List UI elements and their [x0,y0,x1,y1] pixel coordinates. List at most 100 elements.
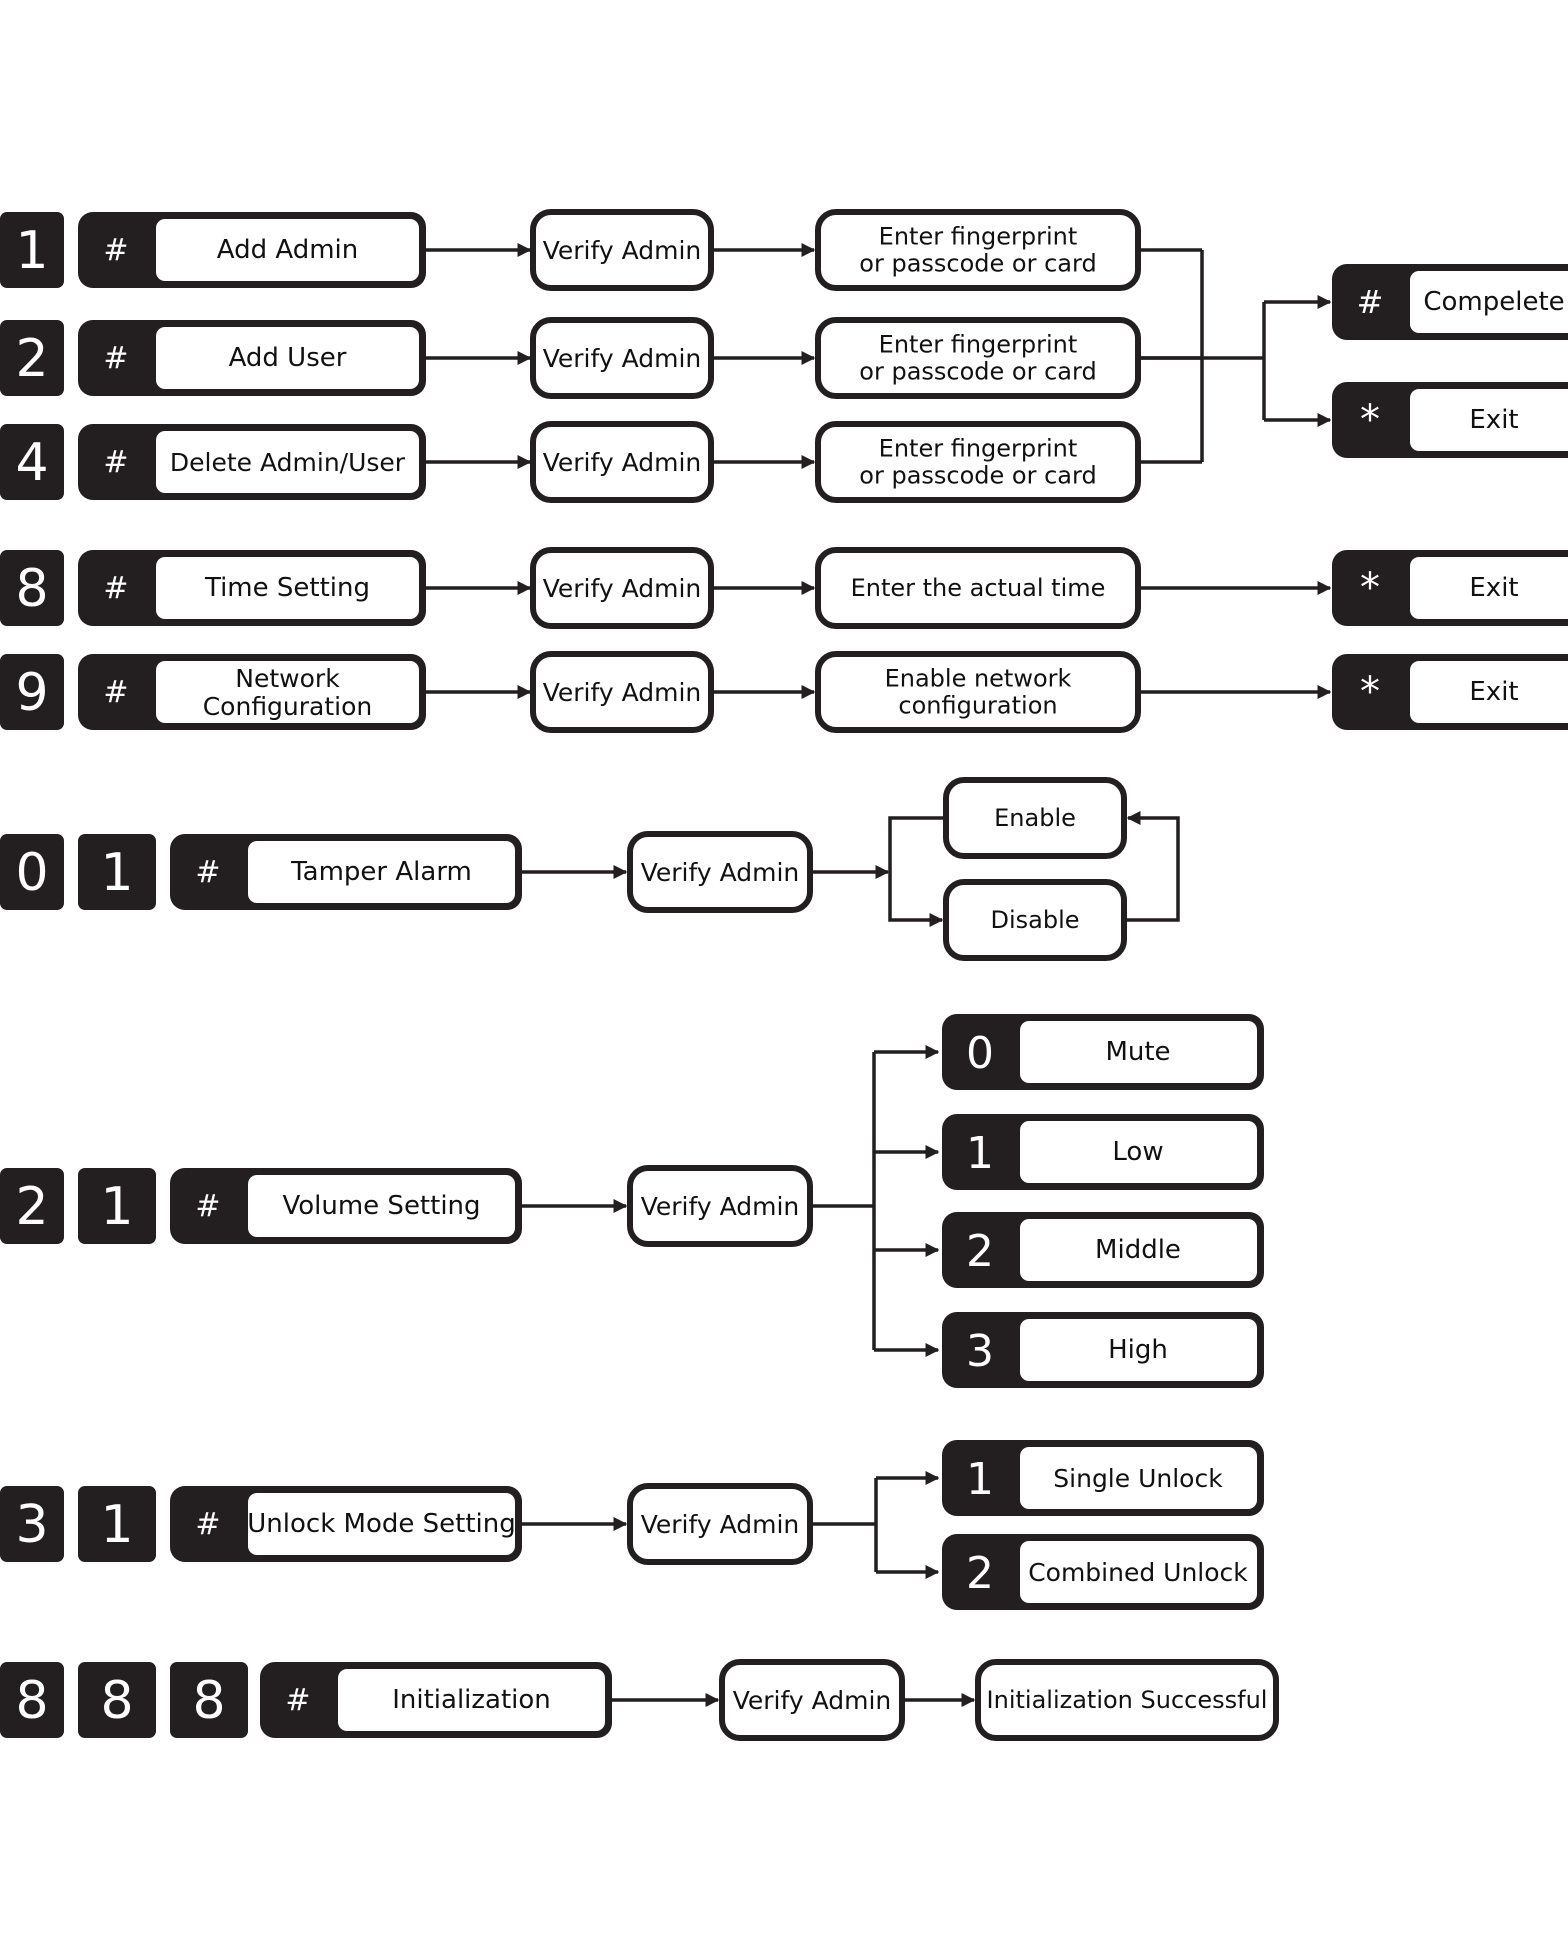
exit-box-time-key: * [1360,565,1380,611]
verify-tamper-text: Verify Admin [641,858,800,887]
key-tamper-1-text: 1 [100,843,133,903]
volume-option-key: 0 [966,1028,994,1079]
volume-option-key: 2 [966,1226,994,1277]
cmd-time: # Time Setting [78,550,426,626]
verify-network-text: Verify Admin [543,678,702,707]
volume-option-high: 3 High [942,1312,1264,1388]
cmd-volume: #Volume Setting [170,1168,522,1244]
cmd-tamper: #Tamper Alarm [170,834,522,910]
key-network-0: 9 [0,654,64,730]
cmd-add_admin-hash: # [103,233,128,268]
unlock-option-label: Single Unlock [1053,1464,1223,1493]
cmd-add_user-hash: # [103,341,128,376]
option-disable-text: Disable [990,906,1079,934]
exit-box-1: *Exit [1332,382,1568,458]
volume-option-label: Middle [1095,1235,1181,1265]
complete-box-label: Compelete [1423,287,1564,317]
verify-init: Verify Admin [719,1659,905,1741]
cmd-tamper-label: Tamper Alarm [290,857,472,887]
volume-option-middle: 2 Middle [942,1212,1264,1288]
verify-add_admin: Verify Admin [530,209,714,291]
verify-delete-text: Verify Admin [543,448,702,477]
exit-box-network: * Exit [1332,654,1568,730]
verify-tamper: Verify Admin [627,831,813,913]
volume-option-label: Low [1112,1137,1163,1167]
unlock-option-0: 1 Single Unlock [942,1440,1264,1516]
key-init-0: 8 [0,1662,64,1738]
key-unlock-1-text: 1 [100,1495,133,1555]
exit-box-network-label: Exit [1469,677,1518,707]
cmd-add_user-label: Add User [229,343,347,373]
verify-time: Verify Admin [530,547,714,629]
key-volume-1-text: 1 [100,1177,133,1237]
verify-time-text: Verify Admin [543,574,702,603]
complete-box: #Compelete [1332,264,1568,340]
unlock-option-key: 1 [966,1454,994,1505]
exit-box-time-label: Exit [1469,573,1518,603]
option-enable-text: Enable [994,804,1076,832]
verify-unlock-text: Verify Admin [641,1510,800,1539]
key-unlock-0-text: 3 [15,1495,48,1555]
verify-delete: Verify Admin [530,421,714,503]
key-init-1-text: 8 [100,1671,133,1731]
init-success-box: Initialization Successful [975,1659,1279,1741]
step-time: Enter the actual time [815,547,1141,629]
key-volume-0: 2 [0,1168,64,1244]
key-add_admin-0: 1 [0,212,64,288]
key-add_user-0: 2 [0,320,64,396]
key-unlock-1: 1 [78,1486,156,1562]
exit-box-time: * Exit [1332,550,1568,626]
key-add_admin-0-text: 1 [15,221,48,281]
cmd-unlock-label: Unlock Mode Setting [247,1509,515,1539]
exit-box-1-key: * [1360,397,1380,443]
loop-disable-to-enable [1124,811,1180,922]
key-init-2: 8 [170,1662,248,1738]
cmd-add_admin: #Add Admin [78,212,426,288]
key-time-0: 8 [0,550,64,626]
key-tamper-0-text: 0 [15,843,48,903]
loop-enable-to-disable [888,816,946,927]
verify-add_user-text: Verify Admin [543,344,702,373]
init-success-box-text: Initialization Successful [987,1686,1268,1714]
cmd-init-hash: # [285,1683,310,1718]
volume-option-key: 3 [966,1326,994,1377]
cmd-time-hash: # [103,571,128,606]
exit-box-network-key: * [1360,669,1380,715]
step-time-text: Enter the actual time [851,574,1106,602]
cmd-network-hash: # [103,675,128,710]
verify-init-text: Verify Admin [733,1686,892,1715]
cmd-delete: # Delete Admin/User [78,424,426,500]
volume-option-label: High [1108,1335,1168,1365]
cmd-time-label: Time Setting [204,573,370,603]
cmd-volume-label: Volume Setting [282,1191,480,1221]
verify-add_admin-text: Verify Admin [543,236,702,265]
key-unlock-0: 3 [0,1486,64,1562]
verify-volume: Verify Admin [627,1165,813,1247]
verify-volume-text: Verify Admin [641,1192,800,1221]
key-network-0-text: 9 [15,663,48,723]
verify-network: Verify Admin [530,651,714,733]
key-time-0-text: 8 [15,559,48,619]
key-volume-0-text: 2 [15,1177,48,1237]
cmd-init: #Initialization [260,1662,612,1738]
verify-unlock: Verify Admin [627,1483,813,1565]
cmd-delete-hash: # [103,445,128,480]
key-init-1: 8 [78,1662,156,1738]
cmd-delete-label: Delete Admin/User [170,448,406,477]
unlock-option-label: Combined Unlock [1028,1558,1248,1587]
